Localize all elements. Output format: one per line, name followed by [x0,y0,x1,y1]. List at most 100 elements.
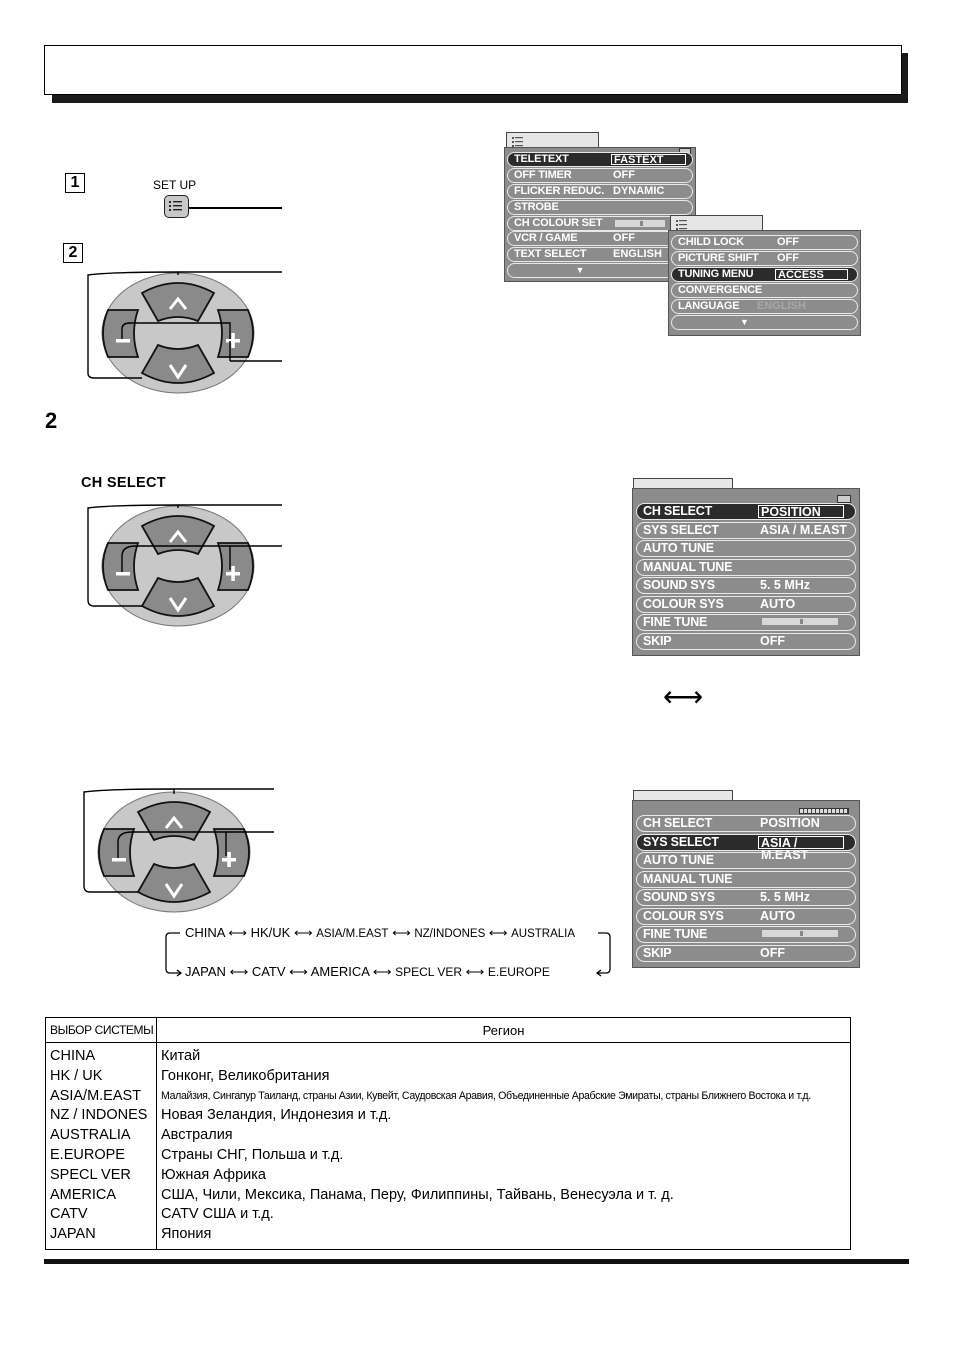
menu2-row-convergence[interactable]: CONVERGENCE [671,283,858,298]
setup-button[interactable] [164,195,189,218]
level-meter [799,808,849,814]
down-arrow-icon: ▼ [575,265,585,275]
menu3-row-auto-tune[interactable]: AUTO TUNE [636,540,856,557]
table-system-cell: ASIA/M.EAST [50,1087,142,1104]
system-region-table: ВЫБОР СИСТЕМЫ Регион CHINA HK / UK ASIA/… [45,1017,851,1250]
tv-icon [837,495,851,503]
step-2-box: 2 [63,243,83,263]
table-system-cell: CATV [50,1206,88,1223]
cycle-item: SPECL VER [395,965,462,979]
dpad-up-button[interactable] [140,515,216,556]
table-system-cell: CHINA [50,1048,96,1064]
dpad-down-button[interactable] [140,576,216,617]
bottom-rule [44,1259,909,1264]
dpad-minus-button[interactable] [102,309,140,358]
cycle-item: CHINA [185,925,225,940]
table-header-region: Регион [156,1017,851,1043]
swap-arrow-icon: ⟷ [663,681,704,712]
fine-tune-bar [762,930,838,937]
dpad-up-button[interactable] [140,282,216,323]
menu1-row-flicker[interactable]: FLICKER REDUC.DYNAMIC [507,184,693,199]
menu4-row-auto-tune[interactable]: AUTO TUNE [636,852,856,869]
menu2-row-more[interactable]: ▼ [671,315,858,330]
colour-bar [615,220,665,227]
table-region-cell: Австралия [161,1127,233,1144]
menu4-row-manual-tune[interactable]: MANUAL TUNE [636,871,856,888]
table-system-cell: AUSTRALIA [50,1127,131,1144]
menu3-row-fine-tune[interactable]: FINE TUNE [636,614,856,631]
table-system-cell: E.EUROPE [50,1146,125,1163]
section-number: 2 [45,408,58,433]
table-system-cell: HK / UK [50,1067,103,1084]
menu-list-icon [676,220,687,230]
cycle-item: E.EUROPE [487,965,550,979]
cycle-item: NZ/INDONES [414,928,486,940]
menu1-row-ch-colour-set[interactable]: CH COLOUR SET [507,216,693,231]
setup-button-label: SET UP [153,178,197,192]
dpad-minus-button[interactable] [98,828,136,877]
table-region-cell: Китай [161,1048,201,1064]
remote-dpad-3 [83,788,274,913]
table-region-cell: Гонконг, Великобритания [161,1067,330,1084]
menu3-row-manual-tune[interactable]: MANUAL TUNE [636,559,856,576]
table-region-cell: Япония [161,1226,212,1243]
ch-select-heading: CH SELECT [81,475,166,491]
table-region-cell: CATV США и т.д. [161,1206,274,1223]
table-system-cell: NZ / INDONES [50,1107,148,1124]
table-system-column: CHINA HK / UK ASIA/M.EAST NZ / INDONES A… [45,1042,157,1250]
dpad-plus-button[interactable] [216,542,254,591]
cycle-item: AMERICA [310,964,370,979]
menu1-row-more[interactable]: ▼ [507,263,693,278]
dpad-plus-button[interactable] [212,828,250,877]
table-region-cell: Южная Африка [161,1166,266,1183]
table-system-cell: JAPAN [50,1226,96,1243]
dpad-up-button[interactable] [136,801,212,842]
table-region-column: Китай Гонконг, Великобритания Малайзия, … [156,1042,851,1250]
dpad-down-button[interactable] [140,343,216,384]
cycle-item: ASIA/M.EAST [316,928,389,940]
menu4-row-fine-tune[interactable]: FINE TUNE [636,926,856,943]
dpad-plus-button[interactable] [216,309,254,358]
cycle-item: JAPAN [185,964,226,979]
table-system-cell: AMERICA [50,1186,117,1203]
dpad-minus-button[interactable] [102,542,140,591]
table-header-system: ВЫБОР СИСТЕМЫ [45,1017,157,1043]
table-system-cell: SPECL VER [50,1166,131,1183]
menu-list-icon [512,137,523,147]
table-region-cell: Страны СНГ, Польша и т.д. [161,1146,344,1163]
remote-dpad-1 [87,271,282,394]
setup-callout-line [189,207,282,209]
table-region-cell: Малайзия, Сингапур Таиланд, страны Азии,… [161,1089,811,1102]
remote-dpad-2 [87,504,282,627]
cycle-item: HK/UK [250,925,291,940]
table-region-cell: США, Чили, Мексика, Панама, Перу, Филипп… [161,1186,674,1203]
dpad-down-button[interactable] [136,862,212,903]
header-box [44,45,902,95]
system-cycle-brackets [165,932,611,977]
cycle-item: AUSTRALIA [511,928,576,940]
menu1-row-strobe[interactable]: STROBE [507,200,693,215]
cycle-item: CATV [251,964,286,979]
step-1-box: 1 [65,173,85,193]
